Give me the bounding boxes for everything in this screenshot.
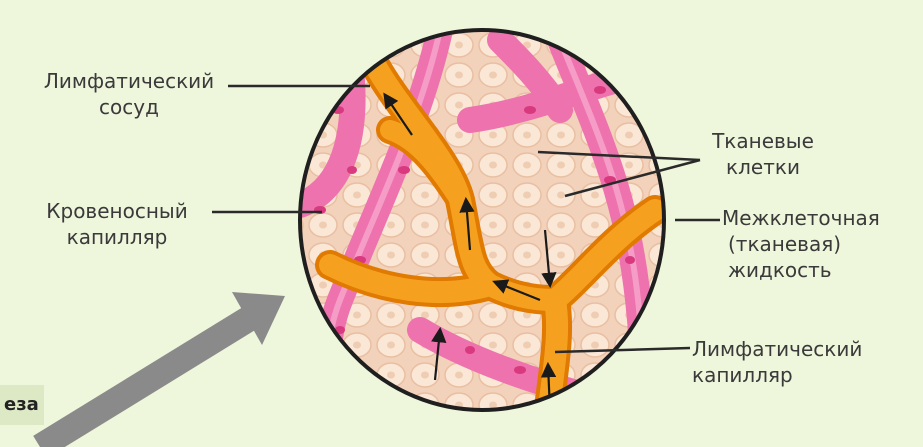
cropped-caption-text: еза [4,394,39,415]
label-lymph-vessel: Лимфатический сосуд [34,68,224,120]
cropped-caption: еза [0,385,44,425]
tissue-circle [290,20,680,430]
label-blood-capillary: Кровеносный капилляр [24,198,210,250]
big-arrow-icon [40,292,285,447]
label-tissue-cells: Тканевые клетки [708,128,818,180]
label-interstitial-fluid: Межклеточная (тканевая) жидкость [722,205,917,283]
label-lymph-capillary: Лимфатический капилляр [692,336,892,388]
